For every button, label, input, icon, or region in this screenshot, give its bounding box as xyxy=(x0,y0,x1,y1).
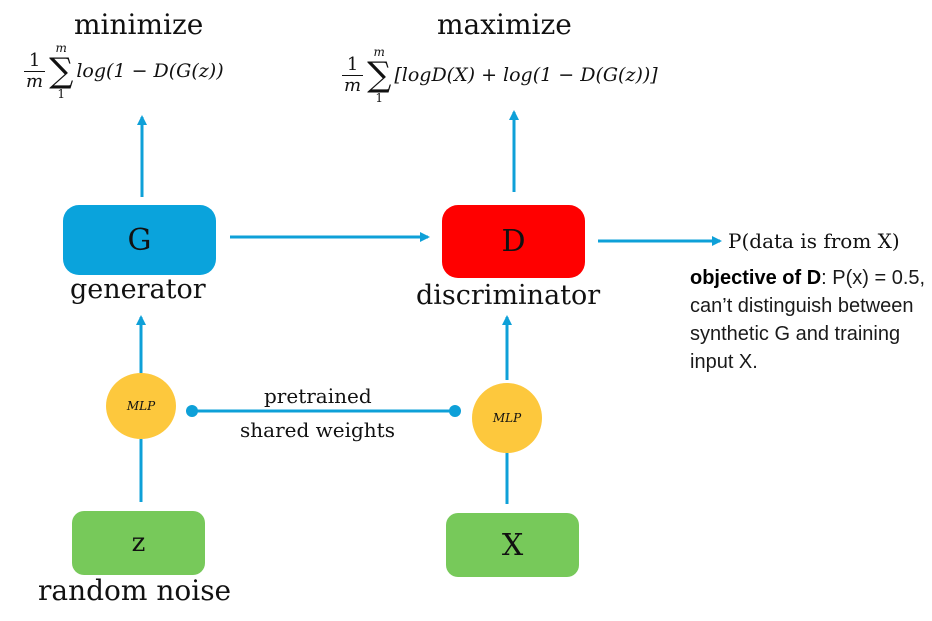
generator-objective-expression: log(1 − D(G(z)) xyxy=(76,60,224,82)
noise-box-label: z xyxy=(131,528,146,558)
noise-box: z xyxy=(72,511,205,575)
generator-objective-formula: 1 m m ∑ 1 log(1 − D(G(z)) xyxy=(24,42,224,100)
maximize-title: maximize xyxy=(437,8,572,41)
generator-fraction-bar xyxy=(24,70,46,72)
discriminator-fraction: 1 m xyxy=(342,53,364,96)
objective-note-heading: objective of D xyxy=(690,267,822,289)
generator-box: G xyxy=(63,205,216,275)
generator-fraction-denominator: m xyxy=(26,70,44,92)
generator-label: generator xyxy=(70,274,206,305)
generator-fraction-numerator: 1 xyxy=(28,49,41,71)
shared-weights-endpoint-right xyxy=(449,405,461,417)
discriminator-objective-formula: 1 m m ∑ 1 [logD(X) + log(1 − D(G(z))] xyxy=(342,46,658,104)
discriminator-objective-expression: [logD(X) + log(1 − D(G(z))] xyxy=(394,64,658,86)
generator-fraction: 1 m xyxy=(24,49,46,92)
discriminator-output-label: P(data is from X) xyxy=(728,229,900,253)
generator-sum-lower: 1 xyxy=(57,87,66,101)
sum-symbol-icon: ∑ xyxy=(49,51,74,91)
discriminator-sum-upper: m xyxy=(373,45,385,59)
discriminator-fraction-denominator: m xyxy=(344,74,362,96)
discriminator-label: discriminator xyxy=(416,280,601,311)
objective-note-text: : P(x) = 0.5, can’t distinguish between … xyxy=(690,267,926,373)
shared-weights-label-line2: shared weights xyxy=(240,418,395,442)
data-box-label: X xyxy=(501,527,524,563)
discriminator-box-label: D xyxy=(501,224,526,259)
discriminator-sum-lower: 1 xyxy=(375,91,384,105)
noise-label: random noise xyxy=(38,574,232,607)
objective-note: objective of D: P(x) = 0.5, can’t distin… xyxy=(690,264,930,376)
shared-weights-endpoint-left xyxy=(186,405,198,417)
generator-sum-upper: m xyxy=(55,41,67,55)
mlp-right-label: MLP xyxy=(492,411,522,425)
data-box: X xyxy=(446,513,579,577)
discriminator-fraction-numerator: 1 xyxy=(346,53,359,75)
mlp-left: MLP xyxy=(106,373,176,439)
discriminator-summation: m ∑ 1 xyxy=(367,46,391,104)
shared-weights-label-line1: pretrained xyxy=(264,384,372,408)
generator-box-label: G xyxy=(127,222,152,258)
mlp-left-label: MLP xyxy=(126,399,156,413)
mlp-right: MLP xyxy=(472,383,542,453)
discriminator-box: D xyxy=(442,205,585,278)
generator-summation: m ∑ 1 xyxy=(49,42,73,100)
sum-symbol-icon: ∑ xyxy=(367,55,392,95)
minimize-title: minimize xyxy=(74,8,204,41)
discriminator-fraction-bar xyxy=(342,74,364,76)
